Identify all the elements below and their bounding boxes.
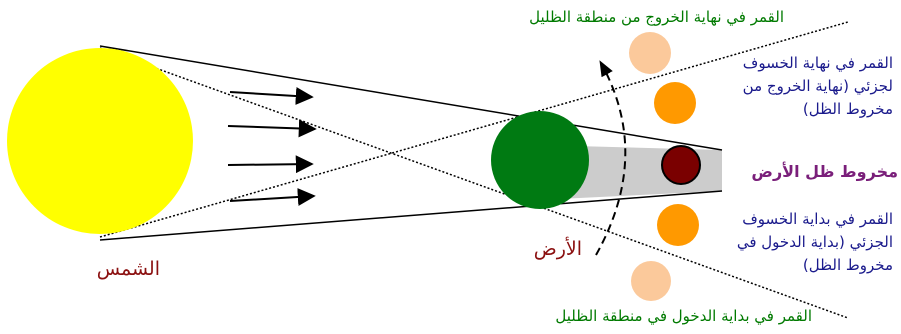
label-umbra-cone: مخروط ظل الأرض bbox=[751, 162, 898, 181]
sunlight-arrow bbox=[229, 187, 316, 206]
penumbra-line-upward bbox=[99, 21, 849, 238]
label-line: الجزئي (بداية الدخول في bbox=[736, 233, 893, 251]
label-line: القمر في نهاية الخسوف bbox=[742, 54, 893, 72]
moon-enter-penumbra bbox=[631, 261, 671, 301]
moon-orbit-arc bbox=[595, 60, 627, 256]
label-moon-partial-start: القمر في بداية الخسوف الجزئي (بداية الدخ… bbox=[688, 208, 893, 277]
earth bbox=[491, 111, 589, 209]
label-moon-partial-end: القمر في نهاية الخسوف لجزئي (نهاية الخرو… bbox=[688, 52, 893, 121]
sun bbox=[7, 48, 193, 234]
label-line: القمر في بداية الخسوف bbox=[742, 210, 893, 228]
sunlight-arrow bbox=[227, 119, 317, 138]
penumbra-line-downward bbox=[99, 47, 849, 319]
label-sun: الشمس bbox=[96, 258, 160, 280]
label-line: مخروط الظل) bbox=[802, 256, 893, 274]
umbra-tangent-line-bottom bbox=[99, 190, 723, 241]
moon-partial-start bbox=[657, 204, 699, 246]
label-moon-exit-penumbra: القمر في نهاية الخروج من منطقة الظليل bbox=[529, 8, 784, 26]
label-line: مخروط الظل) bbox=[802, 100, 893, 118]
label-moon-enter-penumbra: القمر في بداية الدخول في منطقة الظليل bbox=[555, 307, 812, 325]
moon-partial-end bbox=[654, 82, 696, 124]
label-line: لجزئي (نهاية الخروج من bbox=[742, 77, 893, 95]
umbra-tangent-line-top bbox=[99, 45, 723, 151]
sunlight-arrow bbox=[229, 87, 314, 105]
sunlight-arrow bbox=[227, 155, 314, 174]
moon-exit-penumbra bbox=[629, 32, 671, 74]
label-earth: الأرض bbox=[533, 238, 582, 260]
moon-in-umbra bbox=[661, 145, 701, 185]
